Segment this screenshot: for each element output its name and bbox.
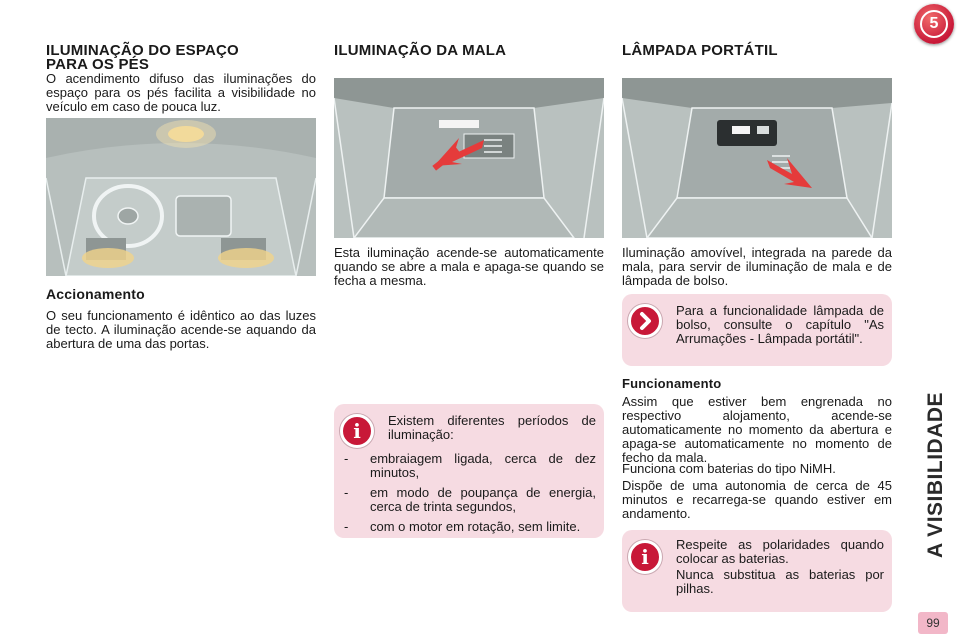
- lighting-periods-list: -embraiagem ligada, cerca de dez minutos…: [344, 452, 596, 540]
- pocket-lamp-crossref-text: Para a funcionalidade lâmpada de bolso, …: [676, 303, 884, 346]
- battery-warning-p1: Respeite as polaridades quando colocar a…: [676, 537, 884, 566]
- chapter-badge: 5: [914, 4, 954, 44]
- accionamento-heading: Accionamento: [46, 286, 145, 302]
- funcionamento-p2: Funciona com baterias do tipo NiMH.: [622, 461, 836, 476]
- boot-lighting-body: Esta iluminação acende-se automaticament…: [334, 245, 604, 288]
- battery-warning-p2: Nunca substitua as baterias por pilhas.: [676, 567, 884, 596]
- title-line-1: ILUMINAÇÃO DO ESPAÇO: [46, 42, 239, 59]
- chapter-number: 5: [920, 10, 948, 38]
- funcionamento-p1: Assim que estiver bem engrenada no respe…: [622, 394, 892, 465]
- lighting-periods-note: i Existem diferentes períodos de ilumina…: [334, 404, 604, 538]
- funcionamento-p3: Dispõe de uma autonomia de cerca de 45 m…: [622, 478, 892, 521]
- list-item: -com o motor em rotação, sem limite.: [344, 519, 581, 534]
- portable-lamp-title: LÂMPADA PORTÁTIL: [622, 42, 778, 59]
- list-item: -embraiagem ligada, cerca de dez minutos…: [344, 451, 596, 480]
- portable-lamp-body: Iluminação amovível, integrada na parede…: [622, 245, 892, 288]
- info-icon: i: [340, 414, 374, 448]
- footwell-illustration: [46, 118, 316, 276]
- lighting-periods-lead: Existem diferentes períodos de iluminaçã…: [388, 413, 596, 442]
- chevron-right-icon: [628, 304, 662, 338]
- funcionamento-heading: Funcionamento: [622, 376, 722, 391]
- footwell-section-title: ILUMINAÇÃO DO ESPAÇO PARA OS PÉS: [46, 42, 316, 73]
- battery-warning-note: i Respeite as polaridades quando colocar…: [622, 530, 892, 612]
- chapter-sidebar: [912, 0, 960, 640]
- boot-lighting-illustration: [334, 78, 604, 238]
- page-number: 99: [918, 612, 948, 634]
- footwell-intro: O acendimento difuso das iluminações do …: [46, 71, 316, 114]
- pocket-lamp-crossref-note: Para a funcionalidade lâmpada de bolso, …: [622, 294, 892, 366]
- chapter-title-vertical: A VISIBILIDADE: [924, 391, 947, 559]
- accionamento-body: O seu funcionamento é idêntico ao das lu…: [46, 308, 316, 351]
- list-item: -em modo de poupança de energia, cerca d…: [344, 485, 596, 514]
- portable-lamp-illustration: [622, 78, 892, 238]
- boot-lighting-title: ILUMINAÇÃO DA MALA: [334, 42, 507, 59]
- info-icon: i: [628, 540, 662, 574]
- title-line-2: PARA OS PÉS: [46, 56, 150, 73]
